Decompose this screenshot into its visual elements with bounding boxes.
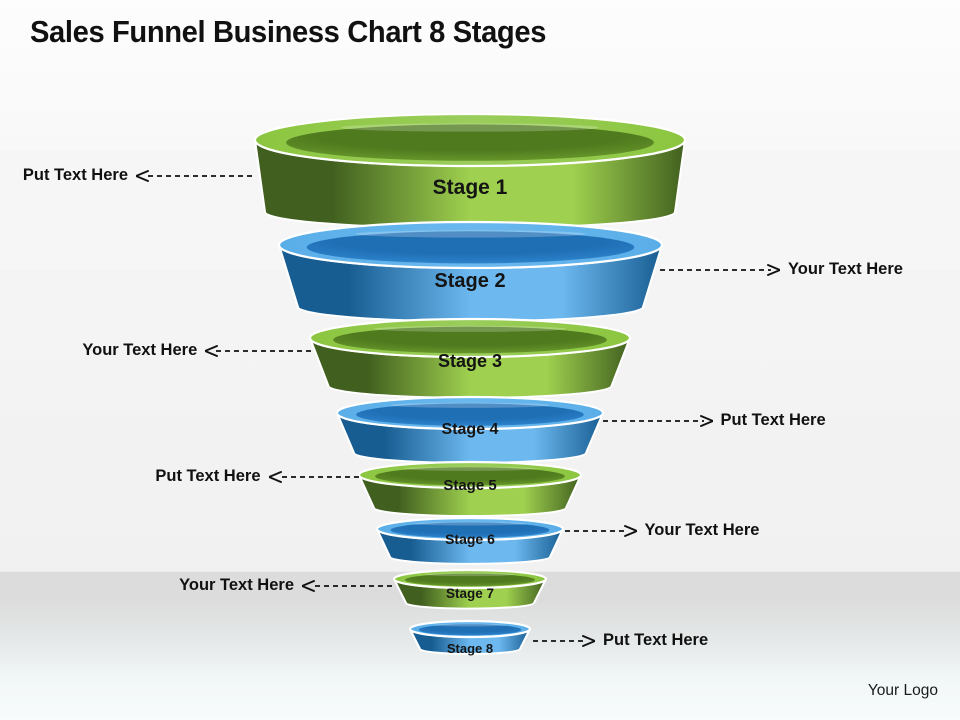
- funnel-stage-bowl-7: [405, 573, 535, 587]
- callout-arrow-icon-3: [205, 344, 312, 357]
- funnel-stage-bowl-4: [356, 403, 584, 426]
- callout-arrow-icon-2: [660, 263, 780, 276]
- funnel-callout-text-8: Put Text Here: [603, 631, 709, 649]
- funnel-stage-highlight-1: [341, 123, 599, 132]
- funnel-callout-8[interactable]: Put Text Here: [531, 631, 708, 650]
- funnel-stage-8[interactable]: Stage 8: [396, 607, 544, 671]
- funnel-callout-text-2: Your Text Here: [788, 260, 903, 278]
- funnel-stage-shape-1: [253, 112, 687, 230]
- funnel-stage-bowl-2: [306, 231, 634, 264]
- funnel-stage-bowl-6: [390, 522, 550, 538]
- funnel-callout-text-3: Your Text Here: [82, 341, 198, 359]
- funnel-callout-5[interactable]: Put Text Here: [155, 467, 360, 486]
- funnel-stage-shape-2: [277, 220, 663, 323]
- funnel-stage-shape-3: [308, 317, 632, 399]
- funnel-stage-shape-7: [392, 568, 548, 610]
- funnel-callout-text-1: Put Text Here: [22, 166, 128, 184]
- funnel-callout-6[interactable]: Your Text Here: [563, 521, 760, 540]
- callout-arrow-icon-7: [302, 579, 392, 592]
- funnel-callout-3[interactable]: Your Text Here: [82, 341, 313, 360]
- funnel-callout-7[interactable]: Your Text Here: [179, 576, 394, 595]
- funnel-callout-text-4: Put Text Here: [720, 411, 826, 429]
- callout-arrow-icon-5: [268, 470, 359, 483]
- page-title: Sales Funnel Business Chart 8 Stages: [30, 14, 547, 49]
- funnel-stage-bowl-1: [286, 124, 654, 161]
- funnel-stage-highlight-3: [374, 325, 566, 332]
- funnel-stage-highlight-6: [414, 521, 526, 526]
- funnel-callout-2[interactable]: Your Text Here: [658, 260, 903, 279]
- funnel-stage-shape-6: [375, 516, 565, 565]
- funnel-stage-bowl-8: [418, 624, 522, 636]
- funnel-stage-highlight-4: [390, 402, 550, 408]
- logo-text: Your Logo: [867, 682, 938, 699]
- funnel-stage-bowl-5: [375, 467, 565, 486]
- funnel-callout-text-6: Your Text Here: [644, 521, 760, 539]
- funnel-stage-shape-8: [408, 619, 532, 655]
- callout-arrow-icon-4: [602, 414, 713, 427]
- funnel-stage-highlight-5: [403, 466, 537, 471]
- funnel-stage-shape-4: [335, 395, 605, 464]
- funnel-stage-bowl-3: [333, 326, 607, 354]
- funnel-callout-1[interactable]: Put Text Here: [23, 166, 254, 185]
- funnel-stage-shape-5: [357, 460, 583, 518]
- funnel-stage-highlight-7: [424, 573, 516, 577]
- callout-arrow-icon-8: [533, 634, 595, 647]
- funnel-stage-5[interactable]: Stage 5: [345, 448, 595, 535]
- callout-arrow-icon-1: [136, 169, 252, 182]
- funnel-callout-text-7: Your Text Here: [179, 576, 294, 594]
- funnel-stage-2[interactable]: Stage 2: [265, 208, 676, 344]
- callout-arrow-icon-6: [564, 524, 637, 537]
- funnel-stage-highlight-8: [434, 623, 506, 627]
- funnel-callout-text-5: Put Text Here: [155, 467, 261, 485]
- funnel-stage-highlight-2: [355, 230, 585, 238]
- funnel-callout-4[interactable]: Put Text Here: [601, 411, 826, 430]
